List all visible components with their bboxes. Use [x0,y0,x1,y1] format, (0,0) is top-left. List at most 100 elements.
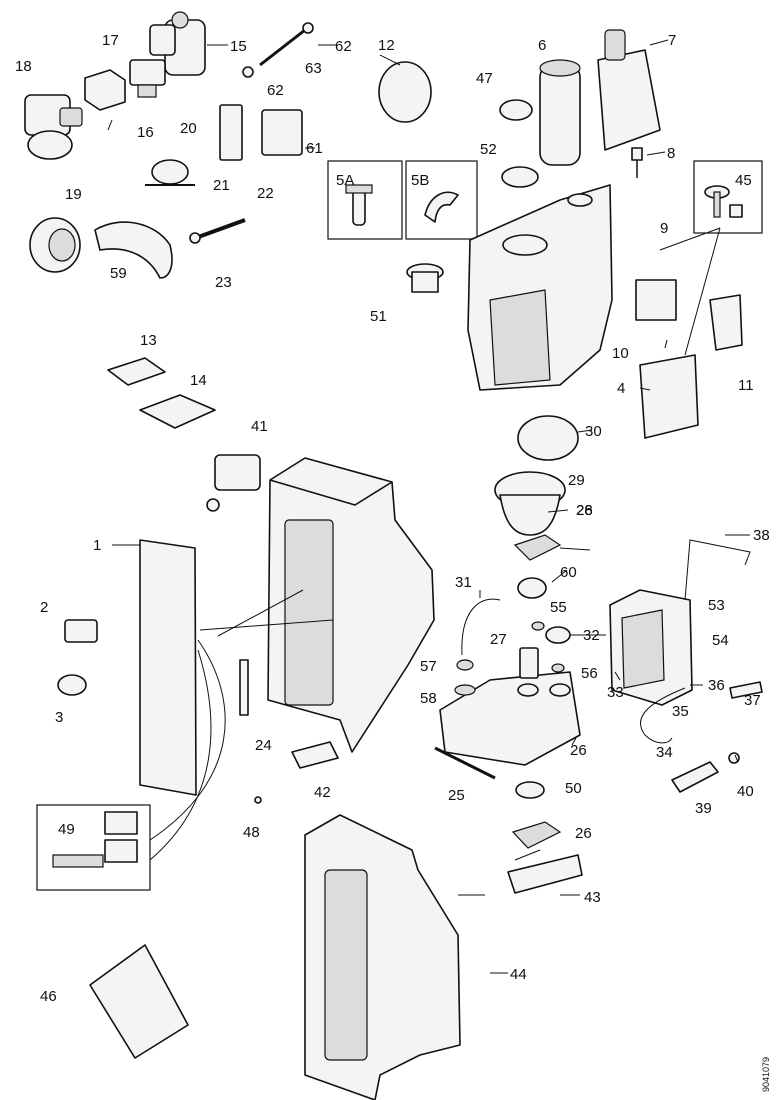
callout-61: 61 [306,140,323,157]
part-5a [345,184,373,226]
callout-43: 43 [584,889,601,906]
part-2-label [64,619,98,643]
part-52-cup [501,166,539,188]
part-16-connector [129,59,166,98]
part-8-sensor [631,147,643,178]
callout-40: 40 [737,783,754,800]
callout-26a: 26 [576,502,593,519]
callout-53: 53 [708,597,725,614]
part-27-pipe [519,647,539,679]
callout-48: 48 [243,824,260,841]
part-39-fitting [671,761,719,793]
callout-9: 9 [660,220,668,237]
part-57-ring [456,659,474,671]
leader-lines [107,39,750,974]
part-14-plate [139,394,216,429]
callout-54: 54 [712,632,729,649]
inset-box-49 [36,804,151,891]
callout-29: 29 [568,472,585,489]
part-29-bowl [494,471,566,536]
part-1-panel [139,539,197,796]
callout-38: 38 [753,527,770,544]
callout-7: 7 [668,32,676,49]
part-55-nut [531,621,545,631]
callout-16: 16 [137,124,154,141]
callout-52: 52 [480,141,497,158]
part-13-switch [107,357,166,386]
callout-2: 2 [40,599,48,616]
callout-39: 39 [695,800,712,817]
part-41-valve [206,454,261,512]
part-48-screw [254,796,262,804]
part-46-manual [89,944,189,1059]
callout-20: 20 [180,120,197,137]
part-43-tray [507,854,583,894]
callout-5b: 5B [411,172,429,189]
connector-tubes [149,639,226,841]
callout-50: 50 [565,780,582,797]
part-4-door [639,354,699,439]
part-47-disc [499,99,533,121]
part-49-hinge [52,811,138,868]
part-6-container [539,59,581,166]
drawing-code: 9041079 [761,1057,771,1092]
callout-49: 49 [58,821,75,838]
part-23-bracket [189,218,246,244]
callout-23: 23 [215,274,232,291]
callout-18: 18 [15,58,32,75]
callout-47: 47 [476,70,493,87]
callout-14: 14 [190,372,207,389]
inset-box-5b [405,160,478,240]
callout-labels: 1 2 3 4 5A 5B 6 7 8 9 10 11 12 13 14 15 … [15,32,770,1005]
part-25-rod [434,746,496,780]
callout-1: 1 [93,537,101,554]
part-main-tank [467,184,613,391]
part-40-cap [728,752,740,764]
callout-8: 8 [667,145,675,162]
callout-60: 60 [560,564,577,581]
part-11-bin [709,294,743,351]
callout-62b: 62 [267,82,284,99]
callout-13: 13 [140,332,157,349]
part-58-flange [454,684,476,696]
part-22-box [261,109,303,156]
inset-box-45 [693,160,763,234]
part-21-terminal [219,104,243,161]
part-9-panel [635,279,677,321]
part-12-gasket [378,61,432,123]
callout-46: 46 [40,988,57,1005]
callout-17: 17 [102,32,119,49]
part-60-cap [517,577,547,599]
part-56-ring [551,663,565,673]
callout-24: 24 [255,737,272,754]
callout-5a: 5A [336,172,354,189]
part-5b [424,191,459,223]
callout-3: 3 [55,709,63,726]
callout-11: 11 [738,377,754,394]
part-26-upper [513,534,562,561]
inset-box-5a [327,160,403,240]
part-24-bar [239,659,249,716]
part-42-block [291,741,339,769]
part-38-bracket [684,539,751,601]
callout-12: 12 [378,37,395,54]
part-20-element [145,159,195,186]
callout-45: 45 [735,172,752,189]
callout-44: 44 [510,966,527,983]
part-45-handle [704,185,743,218]
callout-32: 32 [583,627,600,644]
part-3-lens [57,674,87,696]
part-51-flange [406,263,444,293]
callout-10: 10 [612,345,629,362]
callout-37: 37 [744,692,761,709]
callout-34: 34 [656,744,673,761]
callout-35: 35 [672,703,689,720]
part-33-frame [609,589,693,706]
callout-15: 15 [230,38,247,55]
callout-28: 28 [576,502,593,519]
callout-58: 58 [420,690,437,707]
callout-62a: 62 [335,38,352,55]
callout-55: 55 [550,599,567,616]
part-19-fan [29,217,81,273]
